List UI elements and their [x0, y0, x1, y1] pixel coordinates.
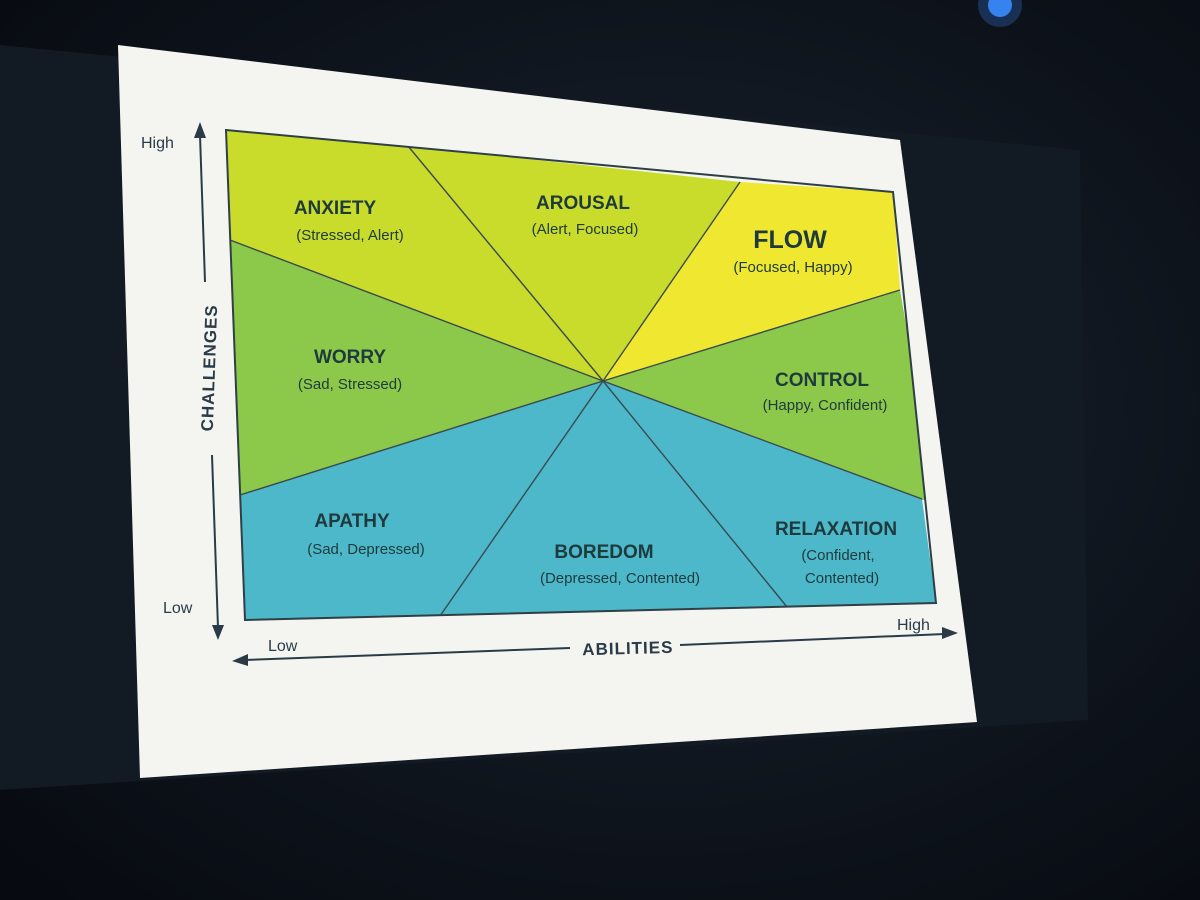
y-axis-arrow-down-icon — [212, 625, 224, 640]
worry-subtitle: (Sad, Stressed) — [298, 376, 402, 393]
x-axis-low-label: Low — [268, 638, 298, 655]
x-axis-line-right — [679, 633, 946, 646]
divider-line — [239, 380, 604, 496]
zone-worry — [226, 130, 603, 495]
divider-line — [602, 380, 788, 608]
y-axis-low-label: Low — [163, 600, 193, 617]
y-axis-high-label: High — [141, 135, 174, 152]
divider-line — [229, 239, 604, 382]
x-axis-high-label: High — [897, 617, 930, 634]
control-subtitle: (Happy, Confident) — [763, 397, 888, 414]
x-axis: ABILITIES Low High — [232, 617, 958, 666]
zone-dividers — [229, 145, 923, 617]
zone-flow — [603, 182, 900, 381]
zone-anxiety — [226, 130, 603, 381]
y-axis: CHALLENGES High Low — [141, 122, 224, 640]
divider-line — [602, 289, 901, 382]
y-axis-arrow-up-icon — [194, 122, 206, 138]
control-title: CONTROL — [775, 370, 869, 391]
x-axis-line-left — [244, 647, 571, 661]
anxiety-subtitle: (Stressed, Alert) — [296, 227, 404, 244]
divider-line — [602, 380, 923, 500]
zone-control — [603, 290, 936, 500]
boredom-title: BOREDOM — [554, 542, 653, 563]
stage-light-glow — [978, 0, 1022, 27]
zone-relaxation — [603, 381, 936, 607]
stage-light — [988, 0, 1012, 17]
flow-model-chart — [226, 130, 936, 620]
relaxation-title: RELAXATION — [775, 519, 897, 540]
worry-title: WORRY — [314, 347, 386, 368]
flow-title: FLOW — [753, 226, 827, 254]
y-axis-line-upper — [199, 134, 206, 283]
chart-border — [224, 128, 938, 622]
anxiety-title: ANXIETY — [294, 198, 377, 219]
divider-line — [407, 145, 604, 382]
zone-boredom — [440, 381, 787, 616]
zone-arousal — [408, 146, 740, 381]
apathy-title: APATHY — [314, 511, 390, 532]
flow-subtitle: (Focused, Happy) — [733, 259, 852, 276]
divider-line — [602, 181, 741, 382]
divider-line — [439, 380, 604, 617]
arousal-title: AROUSAL — [536, 193, 630, 214]
relaxation-subtitle-line1: (Confident, — [801, 547, 874, 564]
arousal-subtitle: (Alert, Focused) — [532, 221, 639, 238]
apathy-subtitle: (Sad, Depressed) — [307, 541, 425, 558]
zone-apathy — [240, 381, 603, 620]
y-axis-title: CHALLENGES — [198, 304, 221, 432]
boredom-subtitle: (Depressed, Contented) — [540, 570, 700, 587]
relaxation-subtitle-line2: Contented) — [805, 570, 879, 587]
x-axis-title: ABILITIES — [582, 638, 674, 659]
x-axis-arrow-left-icon — [232, 654, 248, 666]
y-axis-line-lower — [211, 454, 219, 629]
x-axis-arrow-right-icon — [942, 627, 958, 639]
